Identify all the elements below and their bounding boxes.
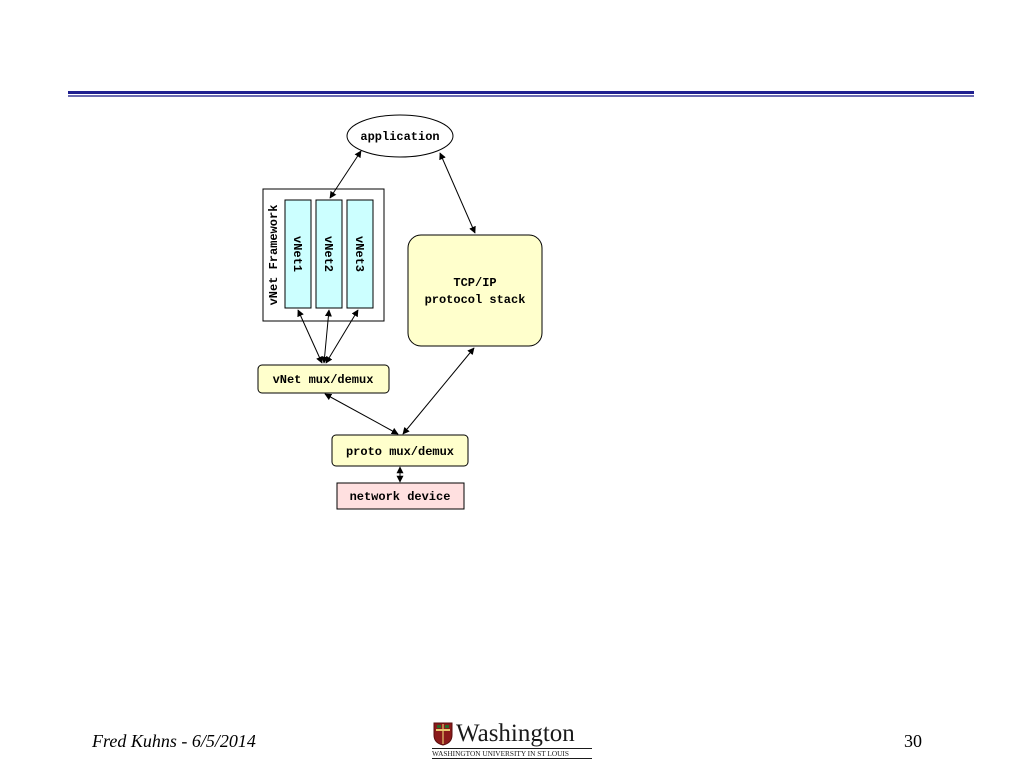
arrow-app-tcpip: [439, 152, 476, 234]
footer-author-date: Fred Kuhns - 6/5/2014: [92, 731, 256, 751]
application-node: application: [346, 114, 454, 158]
arrow-vnet3-mux: [325, 309, 359, 364]
vnet2-box: vNet2: [315, 199, 343, 309]
network-device-label: network device: [350, 490, 451, 504]
arrow-vnetmux-protomux: [324, 393, 399, 435]
application-label: application: [360, 130, 439, 144]
page-number: 30: [904, 731, 922, 751]
arrow-tcpip-protomux: [402, 347, 475, 435]
arrow-vnet1-mux: [297, 309, 323, 364]
vnet2-label: vNet2: [321, 236, 335, 272]
vnet-mux-box: vNet mux/demux: [257, 364, 390, 394]
tcpip-label: TCP/IP: [453, 276, 496, 290]
arrow-app-vnet: [329, 150, 362, 199]
university-shield-icon: [433, 722, 453, 746]
network-device-box: network device: [336, 482, 465, 510]
vnet-mux-label: vNet mux/demux: [273, 373, 374, 387]
vnet-framework-label: vNet Framework: [267, 205, 281, 306]
university-logo: Washington WASHINGTON UNIVERSITY IN ST L…: [432, 720, 594, 760]
tcpip-stack-box: TCP/IP protocol stack: [407, 234, 543, 347]
header-rule-thin: [68, 95, 974, 97]
vnet1-label: vNet1: [290, 236, 304, 272]
vnet3-box: vNet3: [346, 199, 374, 309]
proto-mux-label: proto mux/demux: [346, 445, 454, 459]
logo-wordmark: Washington: [456, 720, 575, 747]
logo-subtitle: WASHINGTON UNIVERSITY IN ST LOUIS: [432, 748, 592, 759]
vnet1-box: vNet1: [284, 199, 312, 309]
vnet3-label: vNet3: [352, 236, 366, 272]
protocol-stack-label: protocol stack: [425, 293, 526, 307]
header-rule: [68, 91, 974, 94]
proto-mux-box: proto mux/demux: [331, 434, 469, 467]
